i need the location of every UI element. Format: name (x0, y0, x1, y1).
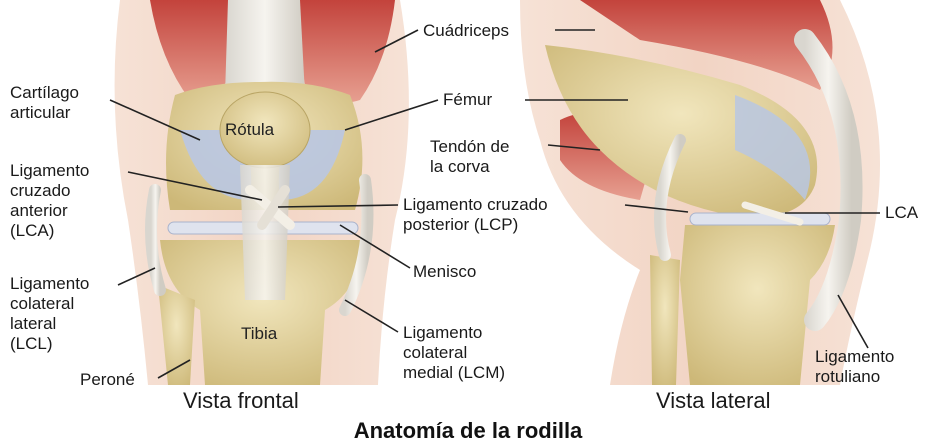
label-femur: Fémur (443, 90, 492, 110)
lateral-fibula (650, 255, 680, 385)
front-patellar-tendon (240, 165, 290, 300)
front-quadriceps-tendon (225, 0, 305, 95)
page-title: Anatomía de la rodilla (0, 418, 936, 444)
label-ligamento-colateral-medial: Ligamento colateral medial (LCM) (403, 323, 505, 383)
lateral-meniscus (690, 213, 830, 225)
label-cartilago-articular: Cartílago articular (10, 83, 79, 123)
label-ligamento-cruzado-posterior: Ligamento cruzado posterior (LCP) (403, 195, 548, 235)
label-lca-lateral: LCA (885, 203, 918, 223)
label-ligamento-rotuliano: Ligamento rotuliano (815, 347, 894, 387)
caption-vista-frontal: Vista frontal (183, 388, 299, 414)
label-menisco: Menisco (413, 262, 476, 282)
label-cuadriceps: Cuádriceps (423, 21, 509, 41)
lateral-view-illustration (520, 0, 880, 385)
label-perone: Peroné (80, 370, 135, 390)
label-tendon-de-la-corva: Tendón de la corva (430, 137, 509, 177)
caption-vista-lateral: Vista lateral (656, 388, 771, 414)
label-ligamento-cruzado-anterior: Ligamento cruzado anterior (LCA) (10, 161, 89, 241)
label-ligamento-colateral-lateral: Ligamento colateral lateral (LCL) (10, 274, 89, 354)
label-rotula: Rótula (225, 120, 274, 140)
label-tibia: Tibia (241, 324, 277, 344)
